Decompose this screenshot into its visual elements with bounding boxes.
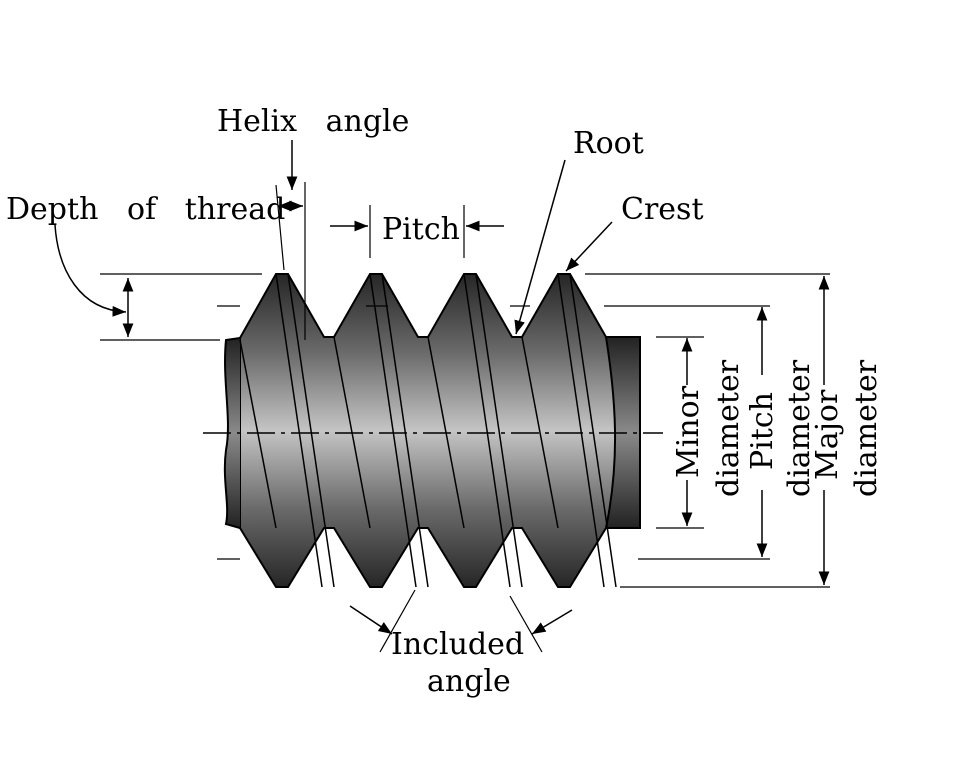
thread-profile: [239, 273, 641, 588]
dimension-arrows: [54, 140, 830, 635]
included-angle-label-line2: angle: [427, 664, 511, 699]
thread-body: [223, 273, 641, 588]
helix-lines: [239, 273, 617, 588]
pitch-diameter-label-line2: diameter: [782, 359, 817, 497]
left-end-break: [223, 337, 241, 529]
minor-diameter-label-line1: Minor: [671, 385, 706, 478]
minor-diameter-label-line2: diameter: [711, 359, 746, 497]
root-label: Root: [573, 126, 644, 161]
extension-lines: [100, 182, 830, 653]
major-diameter-label-line2: diameter: [849, 359, 884, 497]
included-angle-label-line1: Included: [391, 627, 524, 662]
labels: Helix angle Depth of thread Pitch Root C…: [6, 104, 884, 699]
depth-of-thread-label: Depth of thread: [6, 192, 285, 227]
major-diameter-label-line1: Major: [810, 389, 845, 480]
pitch-label: Pitch: [382, 212, 460, 247]
helix-angle-label: Helix angle: [217, 104, 409, 139]
pitch-diameter-label-line1: Pitch: [745, 392, 780, 470]
crest-label: Crest: [621, 192, 704, 227]
